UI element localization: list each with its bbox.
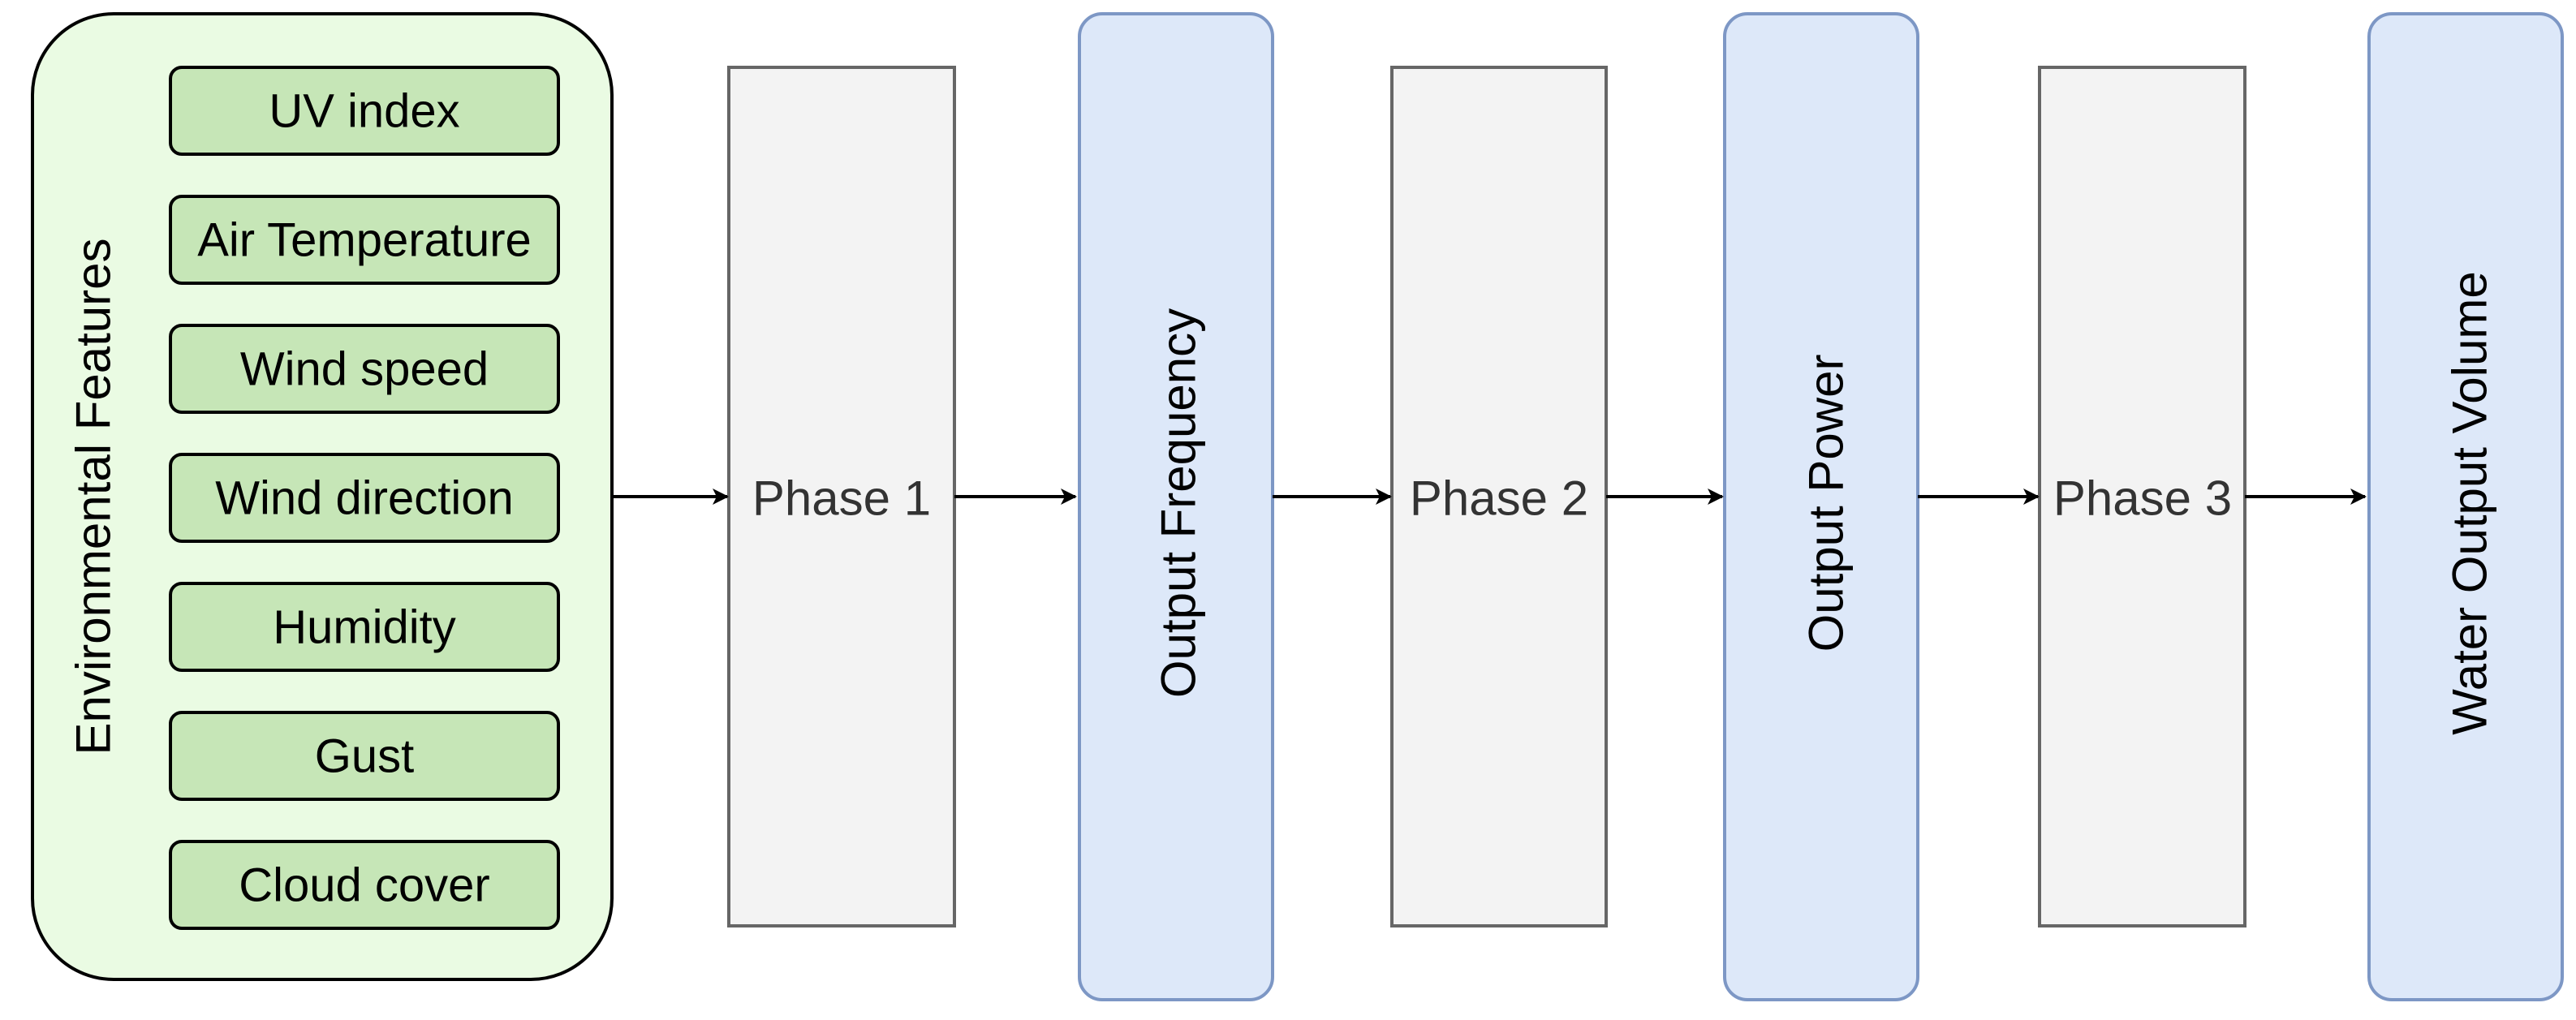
- output-frequency-block: Output Frequency: [1078, 12, 1274, 1001]
- phase-3-label: Phase 3: [2053, 471, 2232, 526]
- feature-label: Cloud cover: [239, 859, 489, 912]
- feature-label: Wind speed: [240, 343, 489, 396]
- feature-item-gust: Gust: [169, 711, 560, 801]
- environmental-features-title: Environmental Features: [67, 239, 121, 755]
- feature-label: UV index: [269, 85, 459, 138]
- feature-item-uv-index: UV index: [169, 66, 560, 156]
- feature-item-cloud-cover: Cloud cover: [169, 840, 560, 930]
- water-output-volume-block: Water Output Volume: [2367, 12, 2564, 1001]
- feature-label: Wind direction: [215, 472, 513, 525]
- feature-label: Air Temperature: [197, 214, 532, 267]
- phase-2-block: Phase 2: [1390, 66, 1608, 927]
- feature-item-humidity: Humidity: [169, 582, 560, 672]
- feature-item-air-temperature: Air Temperature: [169, 195, 560, 285]
- feature-item-wind-direction: Wind direction: [169, 453, 560, 543]
- phase-3-block: Phase 3: [2038, 66, 2246, 927]
- phase-1-block: Phase 1: [727, 66, 956, 927]
- output-power-label: Output Power: [1799, 355, 1854, 652]
- environmental-features-group: Environmental Features UV index Air Temp…: [31, 12, 614, 981]
- phase-1-label: Phase 1: [752, 471, 931, 526]
- output-power-block: Output Power: [1723, 12, 1919, 1001]
- feature-label: Gust: [315, 730, 415, 783]
- output-frequency-label: Output Frequency: [1152, 308, 1206, 698]
- feature-item-wind-speed: Wind speed: [169, 324, 560, 414]
- water-output-volume-label: Water Output Volume: [2443, 271, 2497, 734]
- feature-label: Humidity: [273, 601, 456, 654]
- phase-2-label: Phase 2: [1410, 471, 1588, 526]
